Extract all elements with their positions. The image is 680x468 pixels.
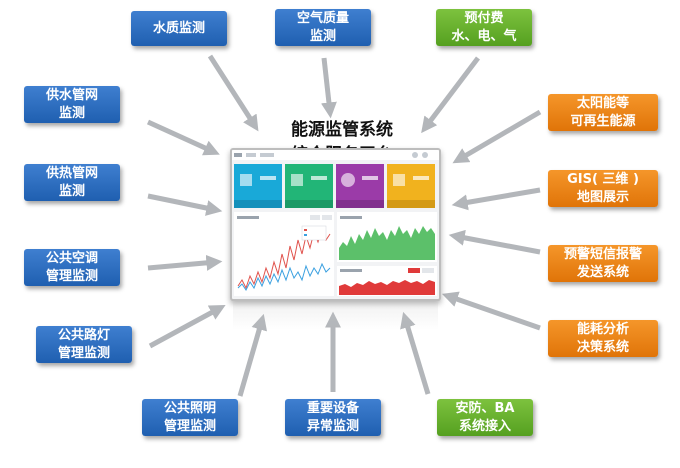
module-gis[interactable]: GIS( 三维 ) 地图展示 <box>548 170 658 207</box>
module-air-quality[interactable]: 空气质量 监测 <box>275 9 371 46</box>
module-prepaid[interactable]: 预付费 水、电、气 <box>436 9 532 46</box>
module-water-network[interactable]: 供水管网 监测 <box>24 86 120 123</box>
module-sms-alarm[interactable]: 预警短信报警 发送系统 <box>548 245 658 282</box>
module-security-ba[interactable]: 安防、BA 系统接入 <box>437 399 533 436</box>
dashboard-preview-image <box>232 150 439 296</box>
arrow-sms-alarm <box>448 229 541 255</box>
module-public-lighting[interactable]: 公共照明 管理监测 <box>142 399 238 436</box>
dashboard-thumbnail <box>230 148 441 301</box>
module-heat-network[interactable]: 供热管网 监测 <box>24 164 120 201</box>
module-street-light[interactable]: 公共路灯 管理监测 <box>36 326 132 363</box>
module-public-ac[interactable]: 公共空调 管理监测 <box>24 249 120 286</box>
arrow-gis <box>451 187 541 211</box>
arrow-public-ac <box>147 254 223 271</box>
module-energy-analysis[interactable]: 能耗分析 决策系统 <box>548 320 658 357</box>
arrow-water-network <box>146 119 220 156</box>
arrow-heat-network <box>147 193 223 216</box>
arrow-air-quality <box>320 57 337 119</box>
module-solar[interactable]: 太阳能等 可再生能源 <box>548 94 658 131</box>
arrow-water-quality <box>207 54 259 132</box>
arrow-prepaid <box>421 56 480 134</box>
module-water-quality[interactable]: 水质监测 <box>131 11 227 46</box>
arrow-solar <box>452 109 542 164</box>
arrow-public-lighting <box>237 313 268 397</box>
module-equipment-alarm[interactable]: 重要设备 异常监测 <box>285 399 381 436</box>
dashboard-reflection <box>233 302 438 330</box>
arrow-energy-analysis <box>441 291 541 331</box>
arrow-street-light <box>148 304 226 349</box>
arrow-security-ba <box>400 311 431 395</box>
